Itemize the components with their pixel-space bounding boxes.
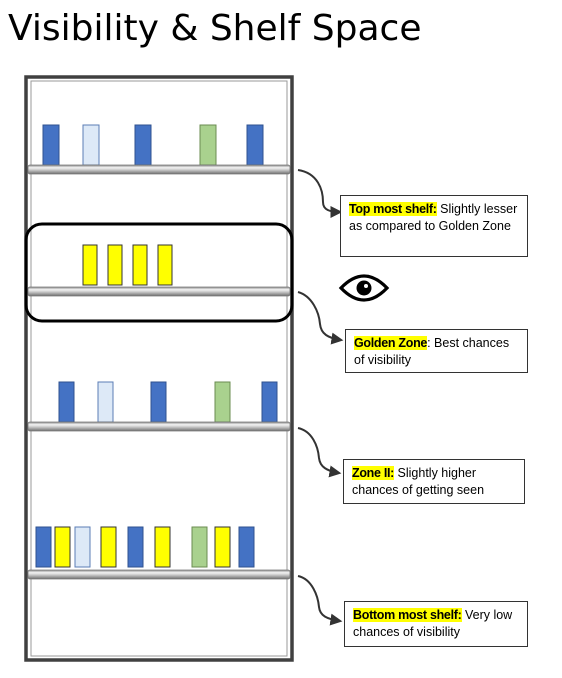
shelf-rail-golden [27, 286, 291, 297]
shelf-rail-top [27, 164, 291, 175]
product-top-4 [199, 124, 217, 166]
product-bottom-8 [214, 526, 231, 568]
product-zone2-2 [97, 381, 114, 423]
product-bottom-4 [100, 526, 117, 568]
shelf-rail-zone2 [27, 421, 291, 432]
product-bottom-3 [74, 526, 91, 568]
callout-bottom-shelf: Bottom most shelf: Very low chances of v… [344, 601, 528, 647]
callout-heading: Top most shelf: [349, 202, 437, 216]
connector-arrow-top [297, 169, 343, 218]
product-golden-3 [132, 244, 148, 286]
shelf-rail-bottom [27, 569, 291, 580]
callout-top-shelf: Top most shelf: Slightly lesser as compa… [340, 195, 528, 257]
eye-icon [338, 274, 390, 302]
product-bottom-6 [154, 526, 171, 568]
callout-heading: Zone II: [352, 466, 395, 480]
product-golden-2 [107, 244, 123, 286]
product-bottom-9 [238, 526, 255, 568]
product-top-3 [134, 124, 152, 166]
product-top-5 [246, 124, 264, 166]
callout-golden-zone: Golden Zone: Best chances of visibility [345, 329, 528, 373]
connector-arrow-golden [297, 291, 344, 345]
product-bottom-5 [127, 526, 144, 568]
product-golden-1 [82, 244, 98, 286]
product-bottom-7 [191, 526, 208, 568]
product-zone2-1 [58, 381, 75, 423]
product-top-2 [82, 124, 100, 166]
callout-text: Slightly lesser as compared to Golden Zo… [349, 202, 518, 233]
callout-heading: Golden Zone [354, 336, 428, 350]
product-zone2-3 [150, 381, 167, 423]
product-top-1 [42, 124, 60, 166]
callout-zone-2: Zone II: Slightly higher chances of gett… [343, 459, 525, 504]
connector-arrow-bottom [297, 575, 343, 626]
product-bottom-1 [35, 526, 52, 568]
connector-arrow-zone2 [297, 427, 342, 478]
product-zone2-5 [261, 381, 278, 423]
shelf-frame-inner [30, 80, 288, 657]
page-title: Visibility & Shelf Space [8, 8, 422, 49]
product-bottom-2 [54, 526, 71, 568]
callout-text: : Best chances of visibility [354, 336, 510, 367]
product-golden-4 [157, 244, 173, 286]
callout-text: Very low chances of visibility [353, 608, 513, 639]
product-zone2-4 [214, 381, 231, 423]
callout-text: Slightly higher chances of getting seen [352, 466, 485, 497]
callout-heading: Bottom most shelf: [353, 608, 462, 622]
golden-zone-highlight [24, 222, 294, 323]
